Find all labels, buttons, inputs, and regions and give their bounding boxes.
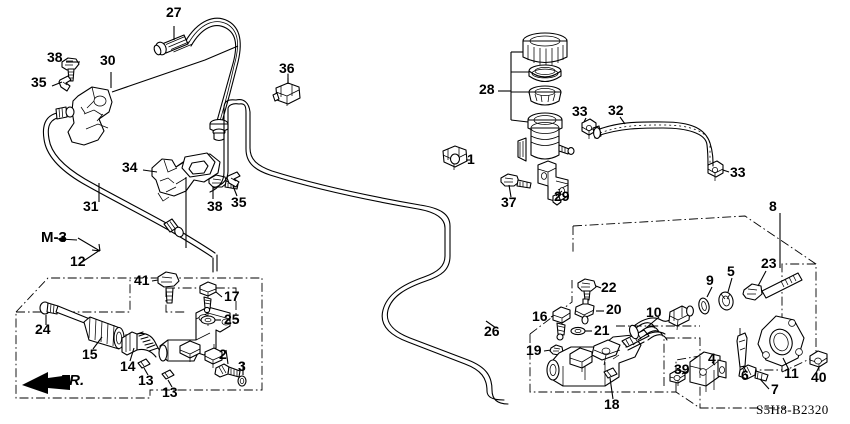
reservoir-hose-32 (592, 121, 714, 167)
callout-1: 1 (467, 151, 475, 167)
callout-34: 34 (122, 159, 138, 175)
callout-38-b: 38 (207, 198, 223, 214)
clip-36 (272, 73, 301, 106)
reservoir-seal-upper (528, 64, 562, 83)
pin-13-b (161, 369, 175, 380)
callout-23: 23 (761, 255, 777, 271)
clutch-hose-27 (153, 17, 241, 142)
clevis-20 (574, 298, 595, 325)
callout-12: 12 (70, 253, 86, 269)
orientation-marker-fr: FR. (60, 372, 85, 389)
callout-24: 24 (35, 321, 51, 337)
section-reference-m3: M-3 (41, 229, 67, 246)
callout-9: 9 (706, 272, 714, 288)
callout-6: 6 (741, 367, 749, 383)
clevis-4 (689, 351, 727, 392)
callout-20: 20 (606, 301, 622, 317)
bolt-7 (738, 364, 769, 382)
callout-5: 5 (727, 263, 735, 279)
callout-32: 32 (608, 102, 624, 118)
piston-assembly-10 (628, 305, 694, 341)
callout-30: 30 (100, 52, 116, 68)
callout-2: 2 (219, 346, 227, 362)
reservoir-assembly-28 (517, 32, 575, 162)
callout-37: 37 (501, 194, 517, 210)
callout-21: 21 (594, 322, 610, 338)
reservoir-body (517, 112, 575, 162)
callout-33-b: 33 (730, 164, 746, 180)
callout-18: 18 (604, 396, 620, 412)
callout-41: 41 (134, 272, 150, 288)
clamp-33-b (707, 160, 724, 181)
callout-3: 3 (238, 358, 246, 374)
callout-33-a: 33 (572, 103, 588, 119)
clip-1 (442, 145, 468, 170)
callout-22: 22 (601, 279, 617, 295)
bleeder-screw-17 (199, 281, 217, 314)
seal-5 (718, 291, 734, 311)
leader-lines (45, 26, 820, 400)
reservoir-cap (522, 32, 568, 66)
callout-19: 19 (526, 342, 542, 358)
clamp-33-a (581, 118, 597, 139)
callout-13-a: 13 (138, 372, 154, 388)
master-cylinder-body (546, 329, 650, 387)
washer-25 (200, 315, 216, 325)
pin-13-a (137, 358, 151, 369)
callout-4: 4 (708, 350, 716, 366)
callout-40: 40 (811, 369, 827, 385)
pipe-joint-16 (552, 306, 571, 341)
bolt-37 (500, 173, 532, 189)
callout-15: 15 (82, 346, 98, 362)
callout-28: 28 (479, 81, 495, 97)
nut-39 (669, 369, 686, 386)
callout-38-a: 38 (47, 49, 63, 65)
callout-17: 17 (224, 288, 240, 304)
washer-21 (570, 326, 586, 336)
flange-gasket-11 (757, 315, 805, 367)
callout-25: 25 (224, 311, 240, 327)
callout-26: 26 (484, 323, 500, 339)
callout-39: 39 (674, 361, 690, 377)
clutch-pipe-26 (209, 99, 509, 405)
clip-35-a (58, 75, 72, 92)
callout-35-a: 35 (31, 74, 47, 90)
callout-7: 7 (771, 381, 779, 397)
master-cylinder-subbox (529, 280, 786, 409)
callout-16: 16 (532, 308, 548, 324)
callout-29: 29 (554, 188, 570, 204)
callout-14: 14 (120, 358, 136, 374)
bracket-34 (151, 152, 221, 202)
bolt-23 (742, 272, 803, 301)
callout-8: 8 (769, 198, 777, 214)
callout-13-b: 13 (162, 384, 178, 400)
callout-35-b: 35 (231, 194, 247, 210)
diagram-part-code: S5H8-B2320 (756, 402, 829, 417)
pin-6 (736, 332, 748, 368)
callout-36: 36 (279, 60, 295, 76)
callout-31: 31 (83, 198, 99, 214)
union-2 (214, 363, 241, 378)
callout-27: 27 (166, 4, 182, 20)
nut-40 (809, 350, 828, 371)
bolt-41 (157, 271, 180, 304)
reservoir-seal-lower (528, 85, 562, 106)
pin-18 (603, 367, 618, 379)
washer-3 (237, 375, 247, 387)
callout-11: 11 (784, 365, 799, 381)
fr-arrow (22, 372, 70, 394)
bolt-22 (577, 278, 597, 301)
bracket-30 (67, 86, 113, 146)
boot-15 (83, 316, 125, 350)
callout-10: 10 (646, 304, 662, 320)
washer-9 (698, 297, 710, 315)
clip-35-b (226, 171, 241, 188)
